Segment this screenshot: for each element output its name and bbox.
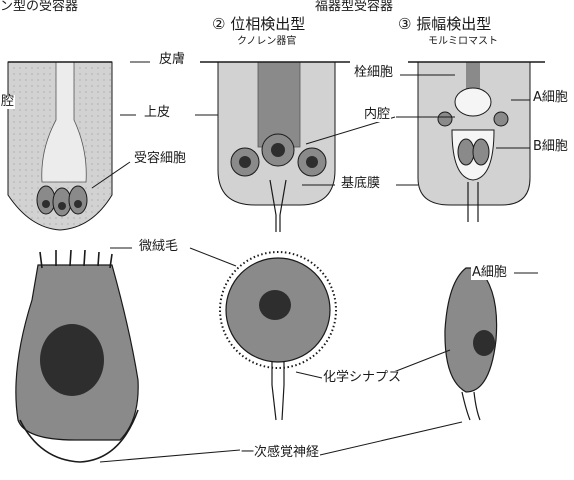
label-a-cell-lower: A細胞 xyxy=(471,266,508,280)
ampullary-receptor-cells xyxy=(37,186,87,216)
label-left-edge: 腔 xyxy=(0,95,15,109)
phase-detector-subtitle: クノレン器官 xyxy=(237,36,296,47)
label-chemical-synapse: 化学シナプス xyxy=(322,371,402,385)
label-epithelium: 上皮 xyxy=(143,106,171,120)
label-plug-cell: 栓細胞 xyxy=(353,66,394,80)
left-header-partial: ン型の受容器 xyxy=(0,0,78,14)
label-microvilli: 微絨毛 xyxy=(138,240,179,254)
large-receptor-cell xyxy=(16,250,138,462)
label-primary-sensory-nerve: 一次感覚神経 xyxy=(240,446,320,460)
elongated-receptor-cell xyxy=(445,268,497,420)
label-receptor-cell: 受容細胞 xyxy=(133,152,187,166)
right-header-partial: 福器型受容器 xyxy=(315,0,393,14)
amplitude-detector-title: ③ 振幅検出型 xyxy=(398,16,491,32)
label-b-cell: B細胞 xyxy=(532,140,569,154)
label-skin: 皮膚 xyxy=(158,53,186,67)
round-receptor-cell xyxy=(220,252,336,420)
label-a-cell: A細胞 xyxy=(532,91,569,105)
mormyromast xyxy=(408,62,545,222)
phase-detector-title: ② 位相検出型 xyxy=(212,16,305,32)
ampullary-receptor xyxy=(8,62,112,230)
label-lumen: 内腔 xyxy=(363,108,391,122)
label-basement-membrane: 基底膜 xyxy=(340,177,381,191)
amplitude-detector-subtitle: モルミロマスト xyxy=(428,36,498,47)
knollenorgan xyxy=(200,62,350,232)
